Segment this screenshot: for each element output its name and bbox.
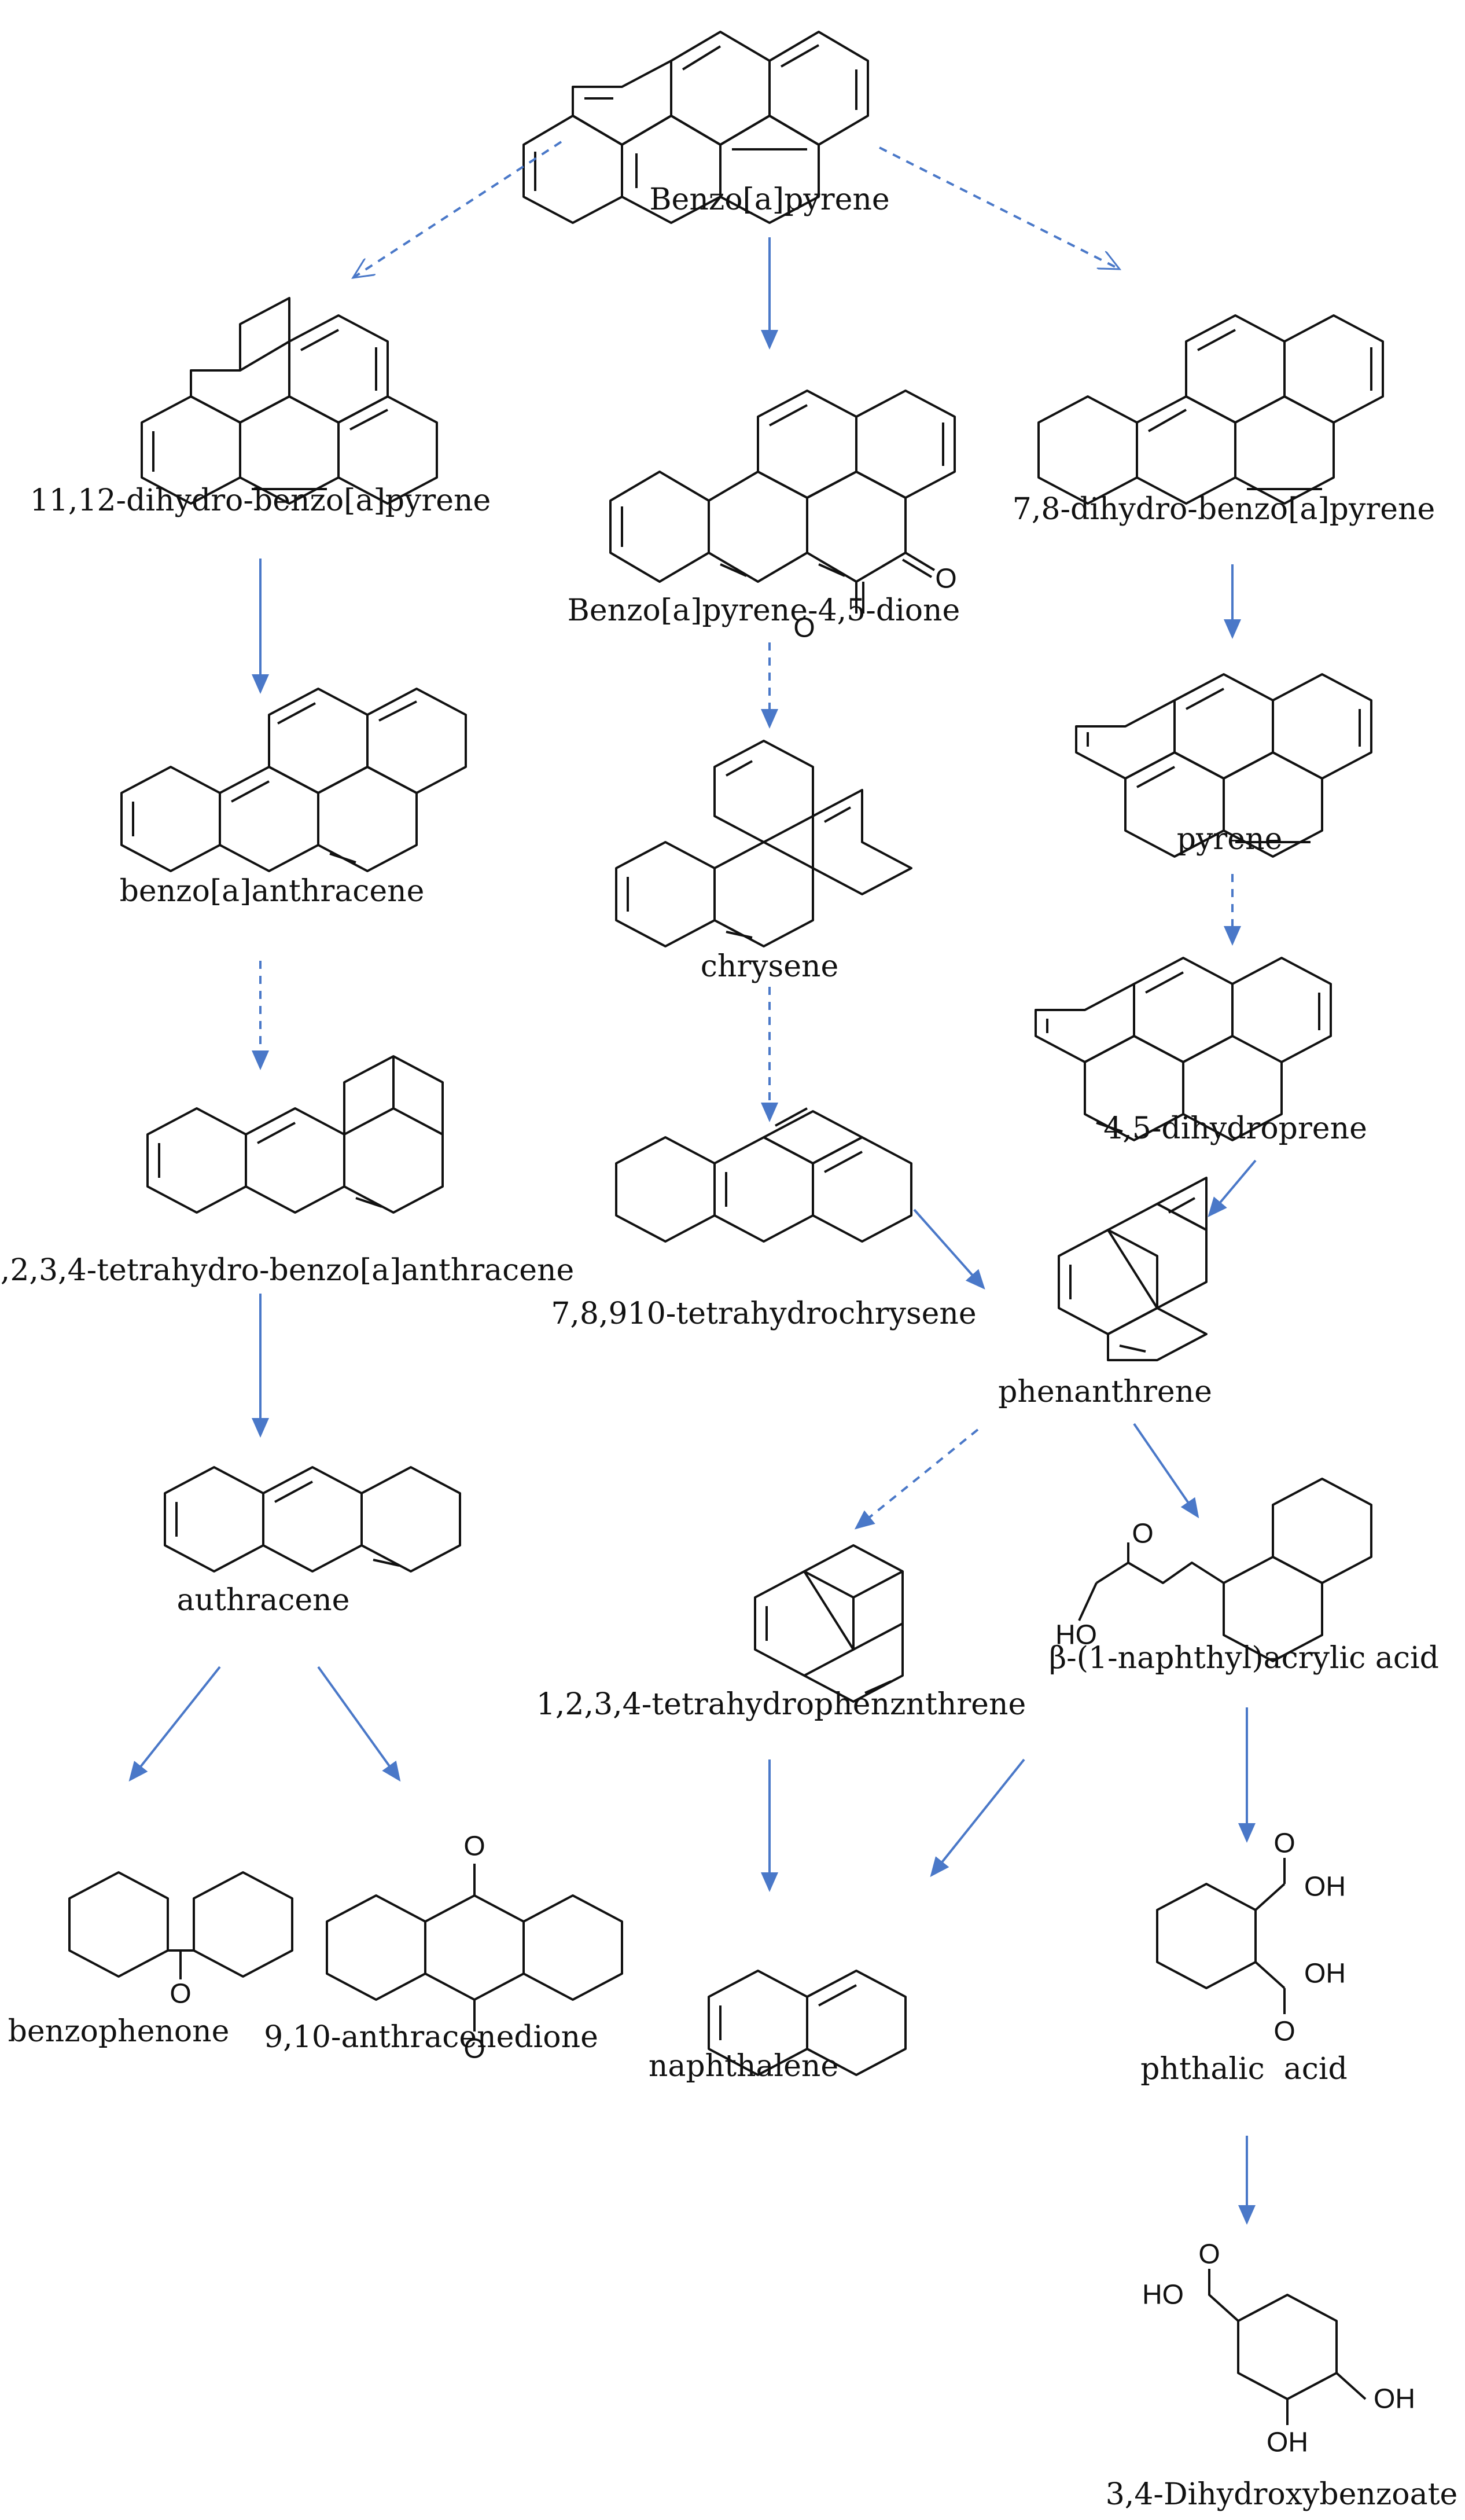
- dhb-carboxyl-hydroxyl-label: HO: [1142, 2279, 1184, 2310]
- dihydropyrene-structure: [1035, 957, 1332, 1141]
- compound-label-benzo-a-pyrene: Benzo[a]pyrene: [649, 182, 890, 217]
- chrysene-structure: [615, 740, 912, 947]
- naphthalene-structure: [708, 1970, 907, 2076]
- compound-label-naphthalene: naphthalene: [648, 2049, 839, 2084]
- tetrahydrochrysene-structure: [615, 1107, 912, 1243]
- arrow-phenanthrene-to-acrylic: [1133, 1423, 1199, 1519]
- anthraquinone-oxygen-top-label: O: [463, 1831, 485, 1862]
- phthalic-hydroxyl-bottom-label: OH: [1304, 1958, 1346, 1989]
- compound-label-dihydro-7-8: 7,8-dihydro-benzo[a]pyrene: [1012, 492, 1435, 527]
- benzophenone-oxygen-label: O: [170, 1978, 192, 2010]
- benzo-a-pyrene-structure: [522, 31, 869, 224]
- compound-label-tetrahydrophenanthrene: 1,2,3,4-tetrahydrophenznthrene: [536, 1687, 1026, 1722]
- compound-label-dihydroxybenzoate: 3,4-Dihydroxybenzoate: [1105, 2477, 1458, 2512]
- arrow-anthracene-to-anthraquinone: [317, 1666, 401, 1782]
- compound-label-pyrene: pyrene: [1176, 822, 1283, 857]
- tetrahydrophenanthrene-structure: [754, 1544, 904, 1703]
- anthracene-structure: [164, 1466, 461, 1573]
- compound-label-anthracene: authracene: [176, 1583, 350, 1618]
- compound-label-naphthyl-acrylic-acid: β-(1-naphthyl)acrylic acid: [1049, 1641, 1439, 1676]
- pathway-arrows: [128, 141, 1257, 2225]
- arrow-anthracene-to-benzophenone: [128, 1666, 221, 1782]
- compound-label-dihydro-11-12: 11,12-dihydro-benzo[a]pyrene: [30, 483, 491, 518]
- arrow-thchrysene-to-phenanthrene: [913, 1208, 985, 1290]
- arrow-phenanthrene-to-naphthalene: [930, 1758, 1025, 1878]
- arrow-dihydropyrene-to-phenanthrene: [1208, 1159, 1257, 1218]
- phthalic-hydroxyl-top-label: OH: [1304, 1871, 1346, 1902]
- dhb-hydroxyl-4-label: OH: [1374, 2383, 1415, 2415]
- benzo-a-pyrene-4-5-dione-structure: [609, 390, 956, 614]
- dhb-oxygen-label: O: [1198, 2239, 1220, 2270]
- compound-label-phthalic-acid: phthalic acid: [1140, 2052, 1348, 2086]
- phthalic-oxygen-top-label: O: [1273, 1828, 1295, 1859]
- compound-label-dihydropyrene: 4,5-dihydroprene: [1103, 1111, 1367, 1146]
- benzophenone-structure: [68, 1871, 293, 1979]
- arrow-bap-to-dihydro78: [879, 146, 1120, 270]
- tetrahydro-benzo-a-anthracene-structure: [146, 1055, 444, 1214]
- compound-label-phenanthrene: phenanthrene: [998, 1375, 1212, 1409]
- pyrene-structure: [1075, 673, 1372, 858]
- phenanthrene-structure: [1058, 1177, 1208, 1361]
- acrylic-hydroxyl-label: HO: [1055, 1619, 1097, 1651]
- compound-label-anthracenedione: 9,10-anthracenedione: [264, 2020, 598, 2055]
- anthraquinone-structure: [326, 1864, 623, 2032]
- naphthyl-acrylic-acid-structure: [1078, 1478, 1372, 1662]
- arrow-phenanthrene-to-thphen: [854, 1428, 979, 1530]
- benzo-a-anthracene-structure: [120, 688, 467, 872]
- dione-oxygen-2-label: O: [935, 563, 957, 594]
- dione-oxygen-1-label: O: [793, 612, 815, 644]
- phthalic-oxygen-bottom-label: O: [1273, 2016, 1295, 2047]
- dihydroxybenzoate-structure: [1208, 2269, 1367, 2425]
- dihydro-11-12-benzo-a-pyrene-structure: [141, 297, 438, 505]
- arrow-bap-to-dihydro1112: [353, 141, 562, 278]
- compound-label-bap-dione: Benzo[a]pyrene-4,5-dione: [567, 593, 960, 628]
- compound-label-benzo-a-anthracene: benzo[a]anthracene: [119, 874, 425, 909]
- compound-label-tetrahydrochrysene: 7,8,910-tetrahydrochrysene: [551, 1296, 977, 1331]
- dihydro-7-8-benzo-a-pyrene-structure: [1037, 314, 1384, 505]
- compound-label-benzophenone: benzophenone: [8, 2014, 230, 2049]
- compound-label-chrysene: chrysene: [700, 949, 839, 984]
- dhb-hydroxyl-3-label: OH: [1267, 2427, 1308, 2458]
- compound-label-tetrahydro-benzo-a-anthracene: 1,2,3,4-tetrahydro-benzo[a]anthracene: [0, 1253, 575, 1288]
- anthraquinone-oxygen-bottom-label: O: [463, 2033, 485, 2065]
- phthalic-acid-structure: [1156, 1858, 1286, 2014]
- acrylic-oxygen-label: O: [1132, 1518, 1154, 1549]
